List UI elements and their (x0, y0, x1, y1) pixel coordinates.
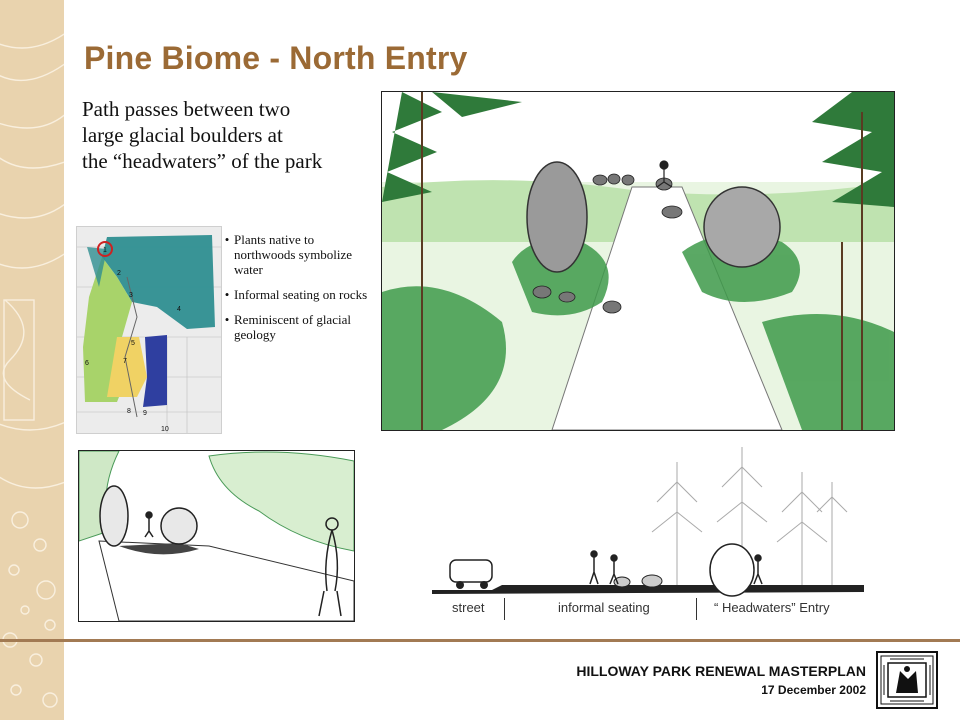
entry-perspective-sketch (381, 91, 895, 431)
decorative-side-strip (0, 0, 64, 720)
bullet-dot-icon: • (224, 312, 230, 327)
highlight-circle-icon (97, 241, 113, 257)
map-label-2: 2 (117, 270, 121, 277)
bullet-item: • Plants native to northwoods symbolize … (222, 232, 372, 277)
feature-bullet-list: • Plants native to northwoods symbolize … (222, 232, 372, 352)
map-label-7: 7 (123, 358, 127, 365)
footer-date: 17 December 2002 (761, 683, 866, 697)
label-street: street (452, 600, 485, 615)
path-sketch (78, 450, 355, 622)
map-label-9: 9 (143, 410, 147, 417)
bullet-dot-icon: • (224, 287, 230, 302)
label-headwaters-entry: “ Headwaters” Entry (714, 600, 830, 615)
footer-divider (0, 639, 960, 642)
bullet-dot-icon: • (224, 232, 230, 247)
kestrel-design-group-logo (876, 651, 938, 709)
page-title: Pine Biome - North Entry (84, 40, 468, 76)
section-divider (504, 598, 505, 620)
section-labels: street informal seating “ Headwaters” En… (432, 598, 864, 620)
bullet-item: • Informal seating on rocks (222, 287, 372, 302)
map-label-6: 6 (85, 360, 89, 367)
map-label-10: 10 (161, 426, 169, 433)
map-label-8: 8 (127, 408, 131, 415)
site-section-sketch (432, 442, 864, 624)
intro-line-3: the “headwaters” of the park (82, 149, 323, 173)
map-label-5: 5 (131, 340, 135, 347)
label-informal-seating: informal seating (558, 600, 650, 615)
intro-text: Path passes between two large glacial bo… (82, 96, 382, 174)
bullet-item: • Reminiscent of glacial geology (222, 312, 372, 342)
map-label-3: 3 (129, 292, 133, 299)
footer-project-title: HILLOWAY PARK RENEWAL MASTERPLAN (576, 663, 866, 679)
park-plan-map: 1 2 3 4 5 6 7 8 9 10 (76, 226, 222, 434)
intro-line-2: large glacial boulders at (82, 123, 283, 147)
map-label-4: 4 (177, 306, 181, 313)
map-label-1: 1 (103, 247, 107, 254)
section-divider (696, 598, 697, 620)
intro-line-1: Path passes between two (82, 97, 291, 121)
